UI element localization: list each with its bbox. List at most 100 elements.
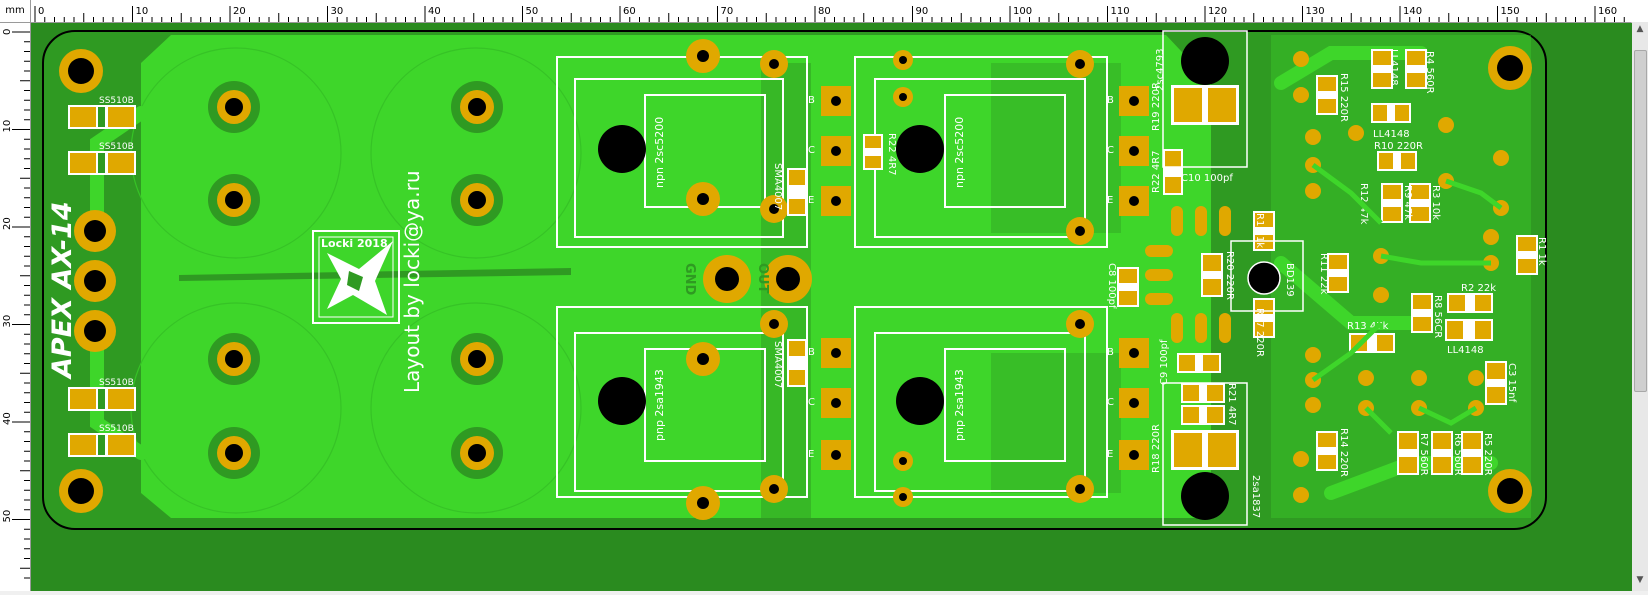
label-r7: R7 560R xyxy=(1418,433,1429,476)
ruler-label: 10 xyxy=(136,6,149,17)
scrollbar-thumb[interactable] xyxy=(1634,50,1647,392)
pin-letter: E xyxy=(808,195,814,206)
ruler-label: 70 xyxy=(721,6,734,17)
pin-letter: C xyxy=(808,397,815,408)
transistor-label: pnp 2sa1943 xyxy=(653,369,666,441)
out-label: OUT xyxy=(755,263,770,294)
signal-traces xyxy=(1311,162,1503,435)
pin-letter: C xyxy=(808,145,815,156)
logo-text: Locki 2018 xyxy=(321,237,388,250)
ruler-label: 90 xyxy=(916,6,929,17)
label-2sc4793: 2sc4793 xyxy=(1155,48,1166,91)
output-transistors xyxy=(556,56,1108,498)
ruler-label: 140 xyxy=(1403,6,1422,17)
label-r20: R20 220R xyxy=(1224,251,1235,300)
diode-ss510b xyxy=(68,105,136,457)
ruler-label: 150 xyxy=(1501,6,1520,17)
label-r3: R3 10k xyxy=(1430,185,1441,220)
bd139 xyxy=(1230,240,1304,312)
label-r13: R13 47k xyxy=(1347,321,1389,332)
pin-letter: E xyxy=(808,449,814,460)
ruler-label: 80 xyxy=(818,6,831,17)
label-r4: R4 560R xyxy=(1424,51,1435,94)
gnd-label: GND xyxy=(682,263,697,296)
through-hole-pads xyxy=(686,39,1094,520)
label-r10: R10 220R xyxy=(1374,141,1423,152)
label-r18: R18 220R xyxy=(1151,424,1162,473)
ruler-label: 30 xyxy=(2,315,13,328)
label-sma4007: SMA4007 xyxy=(772,341,783,388)
ruler-label: 130 xyxy=(1306,6,1325,17)
resistor-r22 xyxy=(863,134,1183,195)
ruler-unit-label: mm xyxy=(0,0,31,23)
ruler-label: 40 xyxy=(428,6,441,17)
label-r9: R9 47k xyxy=(1402,185,1413,220)
layout-credit: Layout by locki@ya.ru xyxy=(400,170,424,393)
label-bd139: BD139 xyxy=(1284,263,1295,297)
vertical-ruler[interactable]: 0 10 20 30 40 50 xyxy=(0,22,31,591)
label-r19: R19 220R xyxy=(1151,82,1162,131)
power-connector xyxy=(74,210,116,352)
label-r11: R11 22k xyxy=(1318,253,1329,295)
ruler-label: 10 xyxy=(2,120,13,133)
smd-parts xyxy=(1117,49,1538,475)
pin-letter: E xyxy=(1107,449,1113,460)
ruler-label: 40 xyxy=(2,412,13,425)
label-ss510b: SS510B xyxy=(99,378,134,388)
pin-letter: B xyxy=(1107,95,1114,106)
ruler-label: 50 xyxy=(526,6,539,17)
pin-letter: B xyxy=(1107,347,1114,358)
vertical-scrollbar[interactable]: ▲ ▼ xyxy=(1631,22,1648,591)
label-ll4148: LL4148 xyxy=(1388,49,1399,86)
pcb-canvas[interactable]: SS510B SS510B SS510B SS510B APEX AX-14 L… xyxy=(31,23,1632,591)
pin-letter: C xyxy=(1107,145,1114,156)
diode-sma4007 xyxy=(787,168,807,387)
transistor-label: pnp 2sa1943 xyxy=(953,369,966,441)
label-r21: R21 4R7 xyxy=(1226,383,1237,426)
output-terminals xyxy=(703,255,812,303)
label-ll4148: LL4148 xyxy=(1447,345,1484,356)
label-ss510b: SS510B xyxy=(99,96,134,106)
label-ll4148: LL4148 xyxy=(1373,129,1410,140)
label-r16: R16 1k xyxy=(1254,213,1265,248)
pcb-layout-view[interactable]: SS510B SS510B SS510B SS510B APEX AX-14 L… xyxy=(31,23,1632,591)
label-r1: R1 1k xyxy=(1536,237,1547,266)
ruler-label: 60 xyxy=(623,6,636,17)
ruler-label: 30 xyxy=(331,6,344,17)
label-r22: R22 4R7 xyxy=(1151,150,1162,193)
locki-logo xyxy=(312,230,400,324)
pin-letter: B xyxy=(808,347,815,358)
ruler-label: 50 xyxy=(2,510,13,523)
label-r6: R6 560R xyxy=(1452,433,1463,476)
label-ss510b: SS510B xyxy=(99,424,134,434)
pin-letter: B xyxy=(808,95,815,106)
driver-transistors xyxy=(1162,30,1248,526)
ruler-label: 20 xyxy=(2,217,13,230)
ruler-label: 110 xyxy=(1111,6,1130,17)
ruler-label: 160 xyxy=(1598,6,1617,17)
copper-pour xyxy=(141,35,1531,518)
label-r22: R22 4R7 xyxy=(886,133,897,176)
transistor-label: npn 2sc5200 xyxy=(653,117,666,188)
mounting-holes xyxy=(59,46,1532,513)
transistor-mounting-holes xyxy=(598,125,944,425)
ruler-label: 20 xyxy=(233,6,246,17)
ruler-label: 100 xyxy=(1013,6,1032,17)
label-r14: R14 220R xyxy=(1338,428,1349,477)
label-sma4007: SMA4007 xyxy=(772,163,783,210)
scroll-down-icon[interactable]: ▼ xyxy=(1636,575,1644,585)
label-2sa1837: 2sa1837 xyxy=(1250,475,1261,518)
scroll-up-icon[interactable]: ▲ xyxy=(1636,24,1644,34)
label-c8: C8 100pf xyxy=(1106,263,1117,309)
label-c3: C3 15nf xyxy=(1506,363,1517,403)
label-r17: R17 220R xyxy=(1254,308,1265,357)
board-title: APEX AX-14 xyxy=(47,201,78,380)
ruler-label: 120 xyxy=(1208,6,1227,17)
label-r2: R2 22k xyxy=(1461,283,1496,294)
label-ss510b: SS510B xyxy=(99,142,134,152)
pin-letter: C xyxy=(1107,397,1114,408)
transistor-pad-holes xyxy=(831,96,1139,460)
label-c10: C10 100pf xyxy=(1181,173,1233,184)
ruler-label: 0 xyxy=(2,29,13,35)
